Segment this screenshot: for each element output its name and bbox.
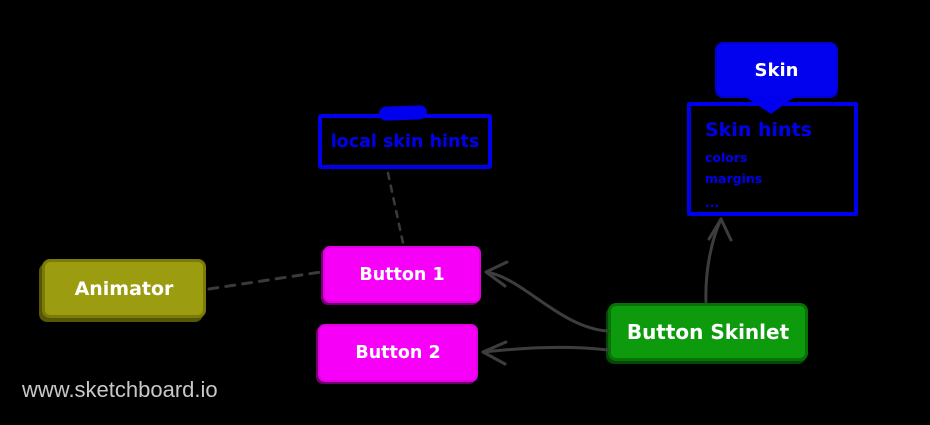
arrowhead-button1-icon — [484, 260, 509, 288]
node-button-skinlet[interactable]: Button Skinlet — [608, 303, 808, 361]
node-button-1-label: Button 1 — [359, 264, 445, 285]
sketchboard-watermark: www.sketchboard.io — [22, 377, 218, 402]
local-skin-hints-scribble-icon — [378, 105, 428, 121]
node-button-skinlet-label: Button Skinlet — [626, 320, 790, 344]
edge-localhints-button1[interactable] — [386, 171, 405, 245]
node-animator-label: Animator — [74, 277, 174, 300]
node-animator[interactable]: Animator — [42, 259, 206, 318]
edge-skinlet-button2[interactable] — [481, 345, 610, 354]
edge-skinlet-skinhints[interactable] — [704, 217, 723, 304]
node-skin-hints[interactable]: Skin hints colors margins ... — [687, 102, 858, 216]
node-button-2[interactable]: Button 2 — [318, 324, 478, 382]
skin-hints-item-ellipsis: ... — [705, 195, 720, 210]
skin-hints-title: Skin hints — [705, 119, 812, 141]
arrowhead-button2-icon — [481, 340, 508, 366]
node-local-skin-hints[interactable]: local skin hints — [318, 114, 492, 169]
node-local-skin-hints-label: local skin hints — [330, 131, 480, 152]
node-button-1[interactable]: Button 1 — [323, 246, 481, 303]
edge-animator-button1[interactable] — [207, 270, 323, 291]
edge-skinlet-button1[interactable] — [484, 270, 610, 333]
node-skin[interactable]: Skin — [715, 42, 838, 98]
skin-hints-item-margins: margins — [705, 171, 763, 186]
arrowhead-skinhints-icon — [707, 217, 733, 242]
node-skin-label: Skin — [754, 59, 799, 81]
skin-hints-item-colors: colors — [705, 150, 748, 165]
node-button-2-label: Button 2 — [355, 343, 441, 363]
